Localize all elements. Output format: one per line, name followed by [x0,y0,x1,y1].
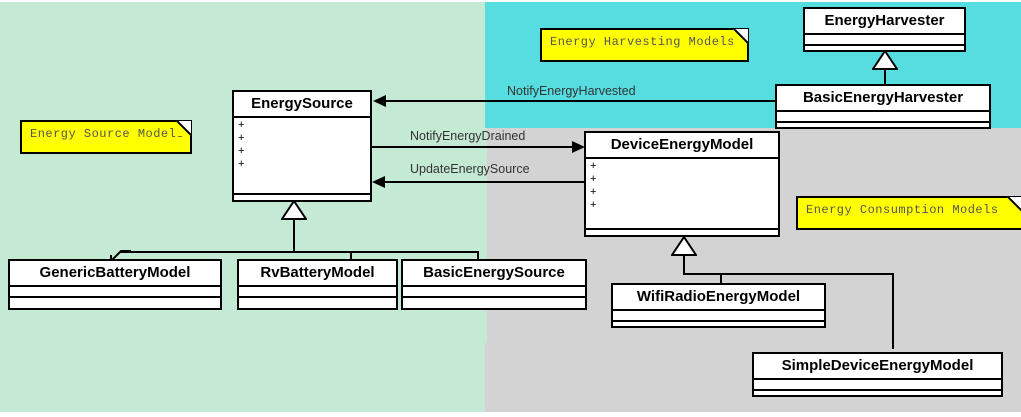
class-attribute: + [238,158,245,170]
class-attributes-basic-energy-harvester [777,112,989,123]
note-energy-source-models: Energy Source Models [20,120,192,154]
generalization-triangle-energy-harvester [872,50,898,70]
class-title-basic-energy-source: BasicEnergySource [403,261,585,287]
note-energy-harvesting-models-text: Energy Harvesting Models [550,35,735,49]
class-attributes-rv-battery-model [239,287,396,298]
class-title-basic-energy-harvester: BasicEnergyHarvester [777,86,989,112]
assoc-line-update-energy-source [385,181,585,183]
generalization-drop-rv-battery-model [350,251,352,261]
note-energy-harvesting-models: Energy Harvesting Models [540,28,749,62]
class-box-wifi-radio-energy-model[interactable]: WifiRadioEnergyModel [611,283,826,328]
class-operations-basic-energy-harvester [777,123,989,130]
assoc-line-notify-energy-drained [370,146,575,148]
class-attribute: + [238,132,245,144]
class-box-simple-device-energy-model[interactable]: SimpleDeviceEnergyModel [752,352,1003,397]
generalization-stem-energy-source [293,218,295,252]
note-energy-consumption-models-text: Energy Consumption Models [806,203,999,217]
class-attributes-simple-device-energy-model [754,380,1001,391]
class-box-energy-harvester[interactable]: EnergyHarvester [803,7,966,52]
generalization-drop-generic-battery-model [110,255,112,261]
class-operations-wifi-radio-energy-model [613,322,824,329]
generalization-drop-simple-device-energy-model [892,273,894,349]
generalization-elbow-generic-battery-model [110,250,131,262]
generalization-drop-wifi-radio-energy-model [720,273,722,285]
note-energy-source-models-text: Energy Source Models [30,127,185,141]
class-box-basic-energy-source[interactable]: BasicEnergySource [401,259,587,310]
zone-energy-source-models [0,2,487,412]
generalization-stem-device-energy-model [683,254,685,274]
class-operations-basic-energy-source [403,298,585,305]
class-title-wifi-radio-energy-model: WifiRadioEnergyModel [613,285,824,311]
class-attributes-device-energy-model: + + + + [586,159,778,230]
generalization-bus-device-energy-model [683,273,894,275]
note-fold-corner-icon [1007,196,1021,212]
generalization-triangle-energy-source [281,200,307,220]
class-operations-generic-battery-model [10,298,220,305]
class-attribute: + [590,160,597,172]
class-operations-energy-source [234,195,370,202]
class-box-rv-battery-model[interactable]: RvBatteryModel [237,259,398,310]
class-operations-simple-device-energy-model [754,391,1001,398]
assoc-label-notify-energy-harvested: NotifyEnergyHarvested [507,84,636,98]
class-attributes-generic-battery-model [10,287,220,298]
note-fold-corner-icon [733,28,749,44]
class-box-device-energy-model[interactable]: DeviceEnergyModel + + + + [584,131,780,237]
class-attributes-energy-source: + + + + [234,118,370,195]
generalization-drop-basic-energy-source [477,251,479,261]
zone-energy-source-models-extension [485,128,487,343]
assoc-line-notify-energy-harvested [386,100,776,102]
assoc-label-notify-energy-drained: NotifyEnergyDrained [410,129,526,143]
class-attributes-wifi-radio-energy-model [613,311,824,322]
class-box-basic-energy-harvester[interactable]: BasicEnergyHarvester [775,84,991,129]
class-title-generic-battery-model: GenericBatteryModel [10,261,220,287]
class-box-energy-source[interactable]: EnergySource + + + + [232,90,372,202]
generalization-stem-energy-harvester [884,68,886,85]
class-title-device-energy-model: DeviceEnergyModel [586,133,778,159]
class-attributes-basic-energy-source [403,287,585,298]
class-operations-energy-harvester [805,46,964,53]
class-operations-rv-battery-model [239,298,396,305]
note-energy-consumption-models: Energy Consumption Models [796,196,1021,230]
class-attributes-energy-harvester [805,35,964,46]
class-attribute: + [238,119,245,131]
generalization-bus-energy-source [120,251,479,253]
arrowhead-notify-energy-drained [572,141,585,153]
class-title-rv-battery-model: RvBatteryModel [239,261,396,287]
class-title-energy-harvester: EnergyHarvester [805,9,964,35]
class-attribute: + [590,186,597,198]
class-title-simple-device-energy-model: SimpleDeviceEnergyModel [754,354,1001,380]
arrowhead-update-energy-source [372,176,385,188]
generalization-triangle-device-energy-model [671,236,697,256]
class-title-energy-source: EnergySource [234,92,370,118]
class-attribute: + [590,173,597,185]
assoc-label-update-energy-source: UpdateEnergySource [410,162,530,176]
class-operations-device-energy-model [586,230,778,237]
class-attribute: + [238,145,245,157]
class-attribute: + [590,199,597,211]
class-box-generic-battery-model[interactable]: GenericBatteryModel [8,259,222,310]
arrowhead-notify-energy-harvested [373,95,386,107]
